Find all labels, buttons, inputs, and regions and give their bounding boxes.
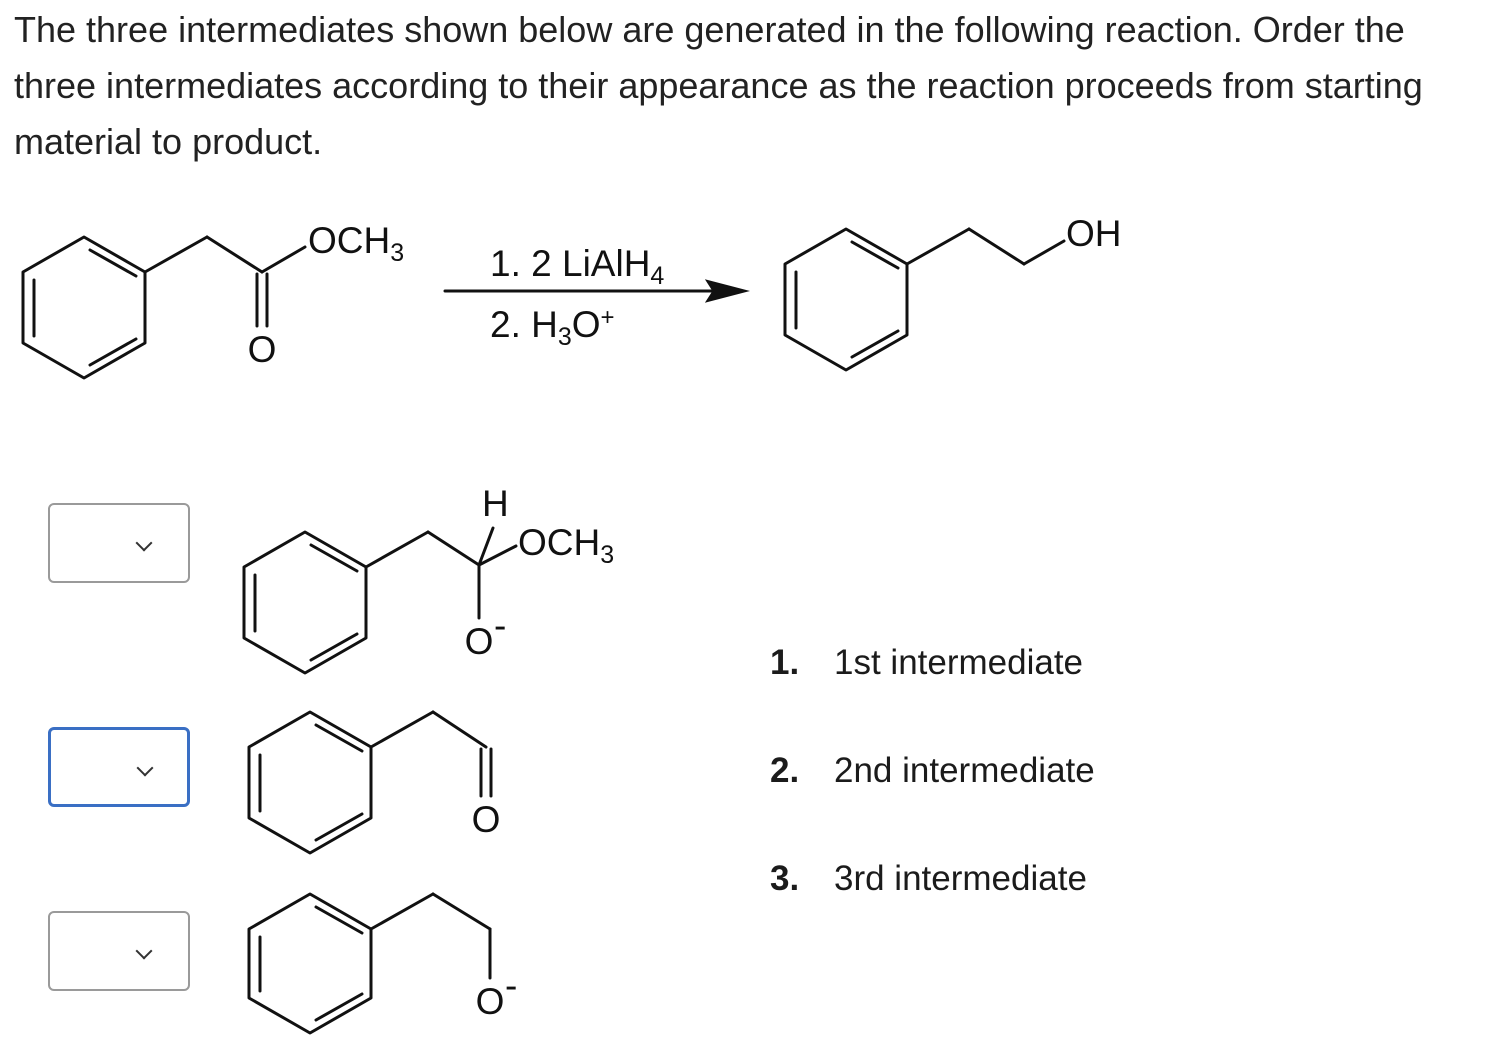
answer-option-2-number: 2. (770, 751, 800, 790)
reagent-step-1: 1. 2 LiAlH4 (490, 243, 664, 290)
intermediate-1-alkoxide-oxygen: O (465, 621, 494, 662)
intermediate-1-order-select[interactable] (48, 503, 190, 583)
reaction-arrowhead (704, 279, 750, 303)
product-chain (905, 227, 971, 266)
answer-option-3-label: 3rd intermediate (834, 859, 1087, 898)
answer-option-1-label: 1st intermediate (834, 643, 1084, 682)
answer-option-3-number: 3. (770, 859, 800, 898)
answer-option-1: 1. 1st intermediate (770, 643, 1083, 683)
intermediate-3-charge: - (505, 965, 517, 1006)
starting-material-benzene-ring (21, 235, 147, 380)
reaction-scheme: O OCH3 1. 2 LiAlH4 2. H3O+ OH (21, 213, 1122, 380)
intermediate-1-structure: H OCH3 O - (242, 483, 614, 675)
intermediate-1-methoxy-group: OCH3 (518, 522, 614, 569)
intermediate-3-structure: O - (247, 892, 517, 1035)
intermediate-1-hydrogen: H (482, 483, 509, 524)
intermediate-2-benzene-ring (247, 710, 373, 855)
answer-option-2-label: 2nd intermediate (834, 751, 1095, 790)
intermediate-2-structure: O (247, 710, 501, 855)
answer-option-1-number: 1. (770, 643, 800, 682)
starting-material-chain (143, 235, 209, 274)
starting-material-ester-group: OCH3 (308, 220, 404, 267)
intermediate-3-alkoxide-oxygen: O (476, 981, 505, 1022)
answer-option-2: 2. 2nd intermediate (770, 751, 1095, 791)
intermediate-3-order-select[interactable] (48, 911, 190, 991)
product-benzene-ring (783, 227, 909, 372)
product-hydroxyl-group: OH (1066, 213, 1122, 254)
starting-material-carbonyl-oxygen: O (248, 329, 277, 370)
intermediate-3-benzene-ring (247, 892, 373, 1035)
question-text: The three intermediates shown below are … (14, 9, 1423, 162)
intermediate-2-order-select[interactable] (48, 727, 190, 807)
intermediate-1-benzene-ring (242, 530, 368, 675)
intermediate-1-c-h-bond (477, 526, 495, 567)
intermediate-2-carbonyl-oxygen: O (472, 799, 501, 840)
reagent-step-2: 2. H3O+ (490, 304, 615, 351)
intermediate-1-charge: - (494, 605, 506, 646)
answer-option-3: 3. 3rd intermediate (770, 859, 1087, 899)
